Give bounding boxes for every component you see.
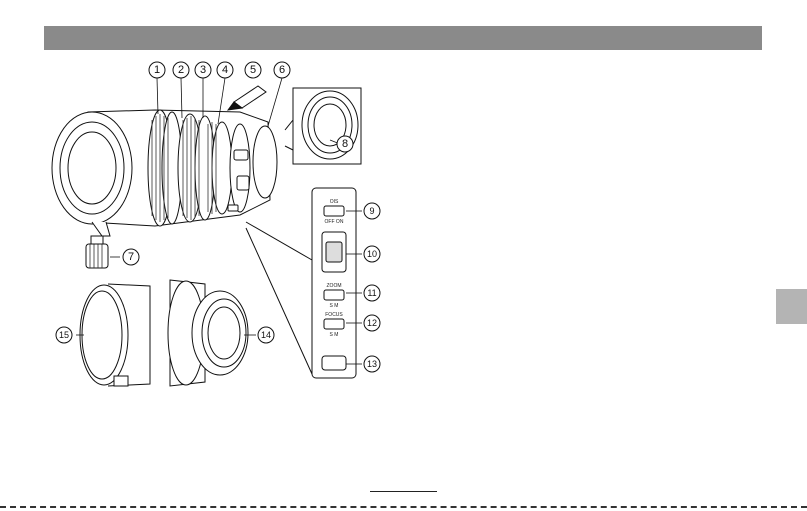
callout-number: 10 [367, 249, 377, 259]
rear-cap-illustration [168, 280, 248, 386]
callout-number: 4 [222, 64, 228, 76]
focus-switch-states: S M [330, 332, 339, 338]
callout-number: 6 [279, 64, 285, 76]
callout-number: 14 [261, 330, 271, 340]
callout-number: 13 [367, 359, 377, 369]
lens-pin-part [228, 86, 266, 110]
lens-body-illustration [52, 110, 277, 236]
callout-number: 2 [178, 64, 184, 76]
callout-number: 5 [250, 64, 256, 76]
callout-number: 9 [369, 206, 374, 216]
ois-switch-states: OFF ON [325, 219, 344, 225]
callout-number: 15 [59, 330, 69, 340]
callout-number: 3 [200, 64, 206, 76]
zoom-switch-label: ZOOM [327, 283, 342, 289]
callout-number: 8 [342, 138, 348, 150]
callout-number: 12 [367, 318, 377, 328]
tripod-screw-part [86, 236, 108, 268]
callout-number: 11 [367, 288, 376, 298]
zoom-switch-states: S M [330, 303, 339, 309]
front-cap-illustration [80, 284, 150, 386]
focus-switch-label: FOCUS [325, 312, 343, 318]
callout-number: 1 [154, 64, 160, 76]
ois-switch-label: OIS [330, 199, 339, 205]
rear-mount-inset [285, 88, 361, 164]
callout-number: 7 [128, 251, 134, 263]
